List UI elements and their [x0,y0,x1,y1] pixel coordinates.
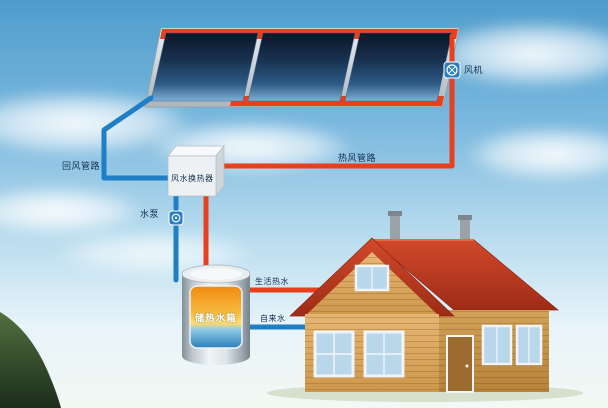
door [446,335,474,393]
collector-panel [344,32,453,102]
window [313,330,355,378]
storage-tank [181,264,251,365]
label-water-pump: 水泵 [140,209,160,219]
chimney [458,215,472,242]
heat-exchanger-box [167,145,225,197]
collector-panel [150,32,259,102]
fan-icon [443,61,461,79]
return-air-pipe [101,95,175,181]
tank-window [189,285,243,349]
mountain [0,312,61,408]
house [267,211,583,402]
collector-panel [247,32,356,102]
window [363,330,405,378]
label-fan: 风机 [464,65,484,75]
label-storage-tank: 储热水箱 [194,313,237,323]
window [481,324,513,366]
hot-air-pipe [217,33,455,169]
solar-collector-array [144,27,460,108]
label-tap-water: 自来水 [260,314,286,323]
chimney [388,211,402,242]
label-return-air-pipe: 回风管路 [62,161,101,171]
window [515,324,543,366]
label-domestic-hot-water: 生活热水 [255,277,289,286]
attic-window [354,264,390,292]
label-hot-air-pipe: 热风管路 [338,153,377,163]
label-heat-exchanger: 风水换热器 [171,174,214,183]
pump-icon [168,210,184,226]
